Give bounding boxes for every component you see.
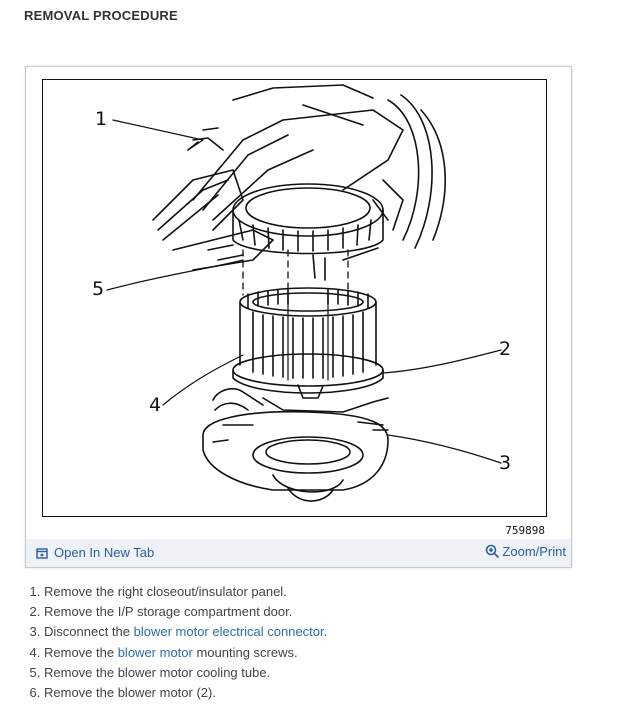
illustration-toolbar: Open In New Tab Zoom/Print [26, 539, 571, 567]
dash-panel-drawing [152, 84, 446, 271]
figure-id: 759898 [505, 524, 545, 537]
step-item: Remove the blower motor cooling tube. [44, 663, 327, 683]
alignment-lines [242, 249, 349, 296]
magnifier-icon [485, 544, 500, 559]
zoom-print-label: Zoom/Print [502, 544, 566, 559]
blower-motor-link[interactable]: blower motor [117, 644, 193, 660]
open-new-tab-icon [36, 547, 48, 559]
callout-1: 1 [95, 108, 108, 130]
page-heading: REMOVAL PROCEDURE [24, 8, 178, 23]
callout-5: 5 [92, 278, 105, 300]
illustration-panel: 1 5 4 2 3 759898 Open In New Tab [25, 66, 572, 568]
open-in-new-tab-link[interactable]: Open In New Tab [36, 545, 154, 560]
blower-motor-drawing [106, 84, 502, 502]
callout-leaders [106, 119, 502, 464]
callout-2: 2 [499, 338, 512, 360]
open-in-new-tab-label: Open In New Tab [54, 545, 155, 560]
blower-motor-electrical-connector-link[interactable]: blower motor electrical connector [133, 624, 324, 640]
step-item: Remove the blower motor (2). [44, 683, 327, 703]
blower-motor-illustration[interactable]: 1 5 4 2 3 [42, 79, 547, 517]
callout-3: 3 [499, 452, 512, 474]
callout-4: 4 [149, 394, 162, 416]
step-item: Remove the I/P storage compartment door. [44, 602, 327, 622]
motor-base-drawing [202, 384, 389, 502]
step-item: Remove the blower motor mounting screws. [44, 643, 327, 663]
blower-wheel-drawing [232, 287, 384, 394]
step-item: Remove the right closeout/insulator pane… [44, 582, 327, 602]
step-item: Disconnect the blower motor electrical c… [44, 622, 327, 642]
zoom-print-link[interactable]: Zoom/Print [485, 544, 566, 559]
blower-housing-drawing [232, 183, 384, 281]
procedure-steps: Remove the right closeout/insulator pane… [20, 582, 327, 703]
